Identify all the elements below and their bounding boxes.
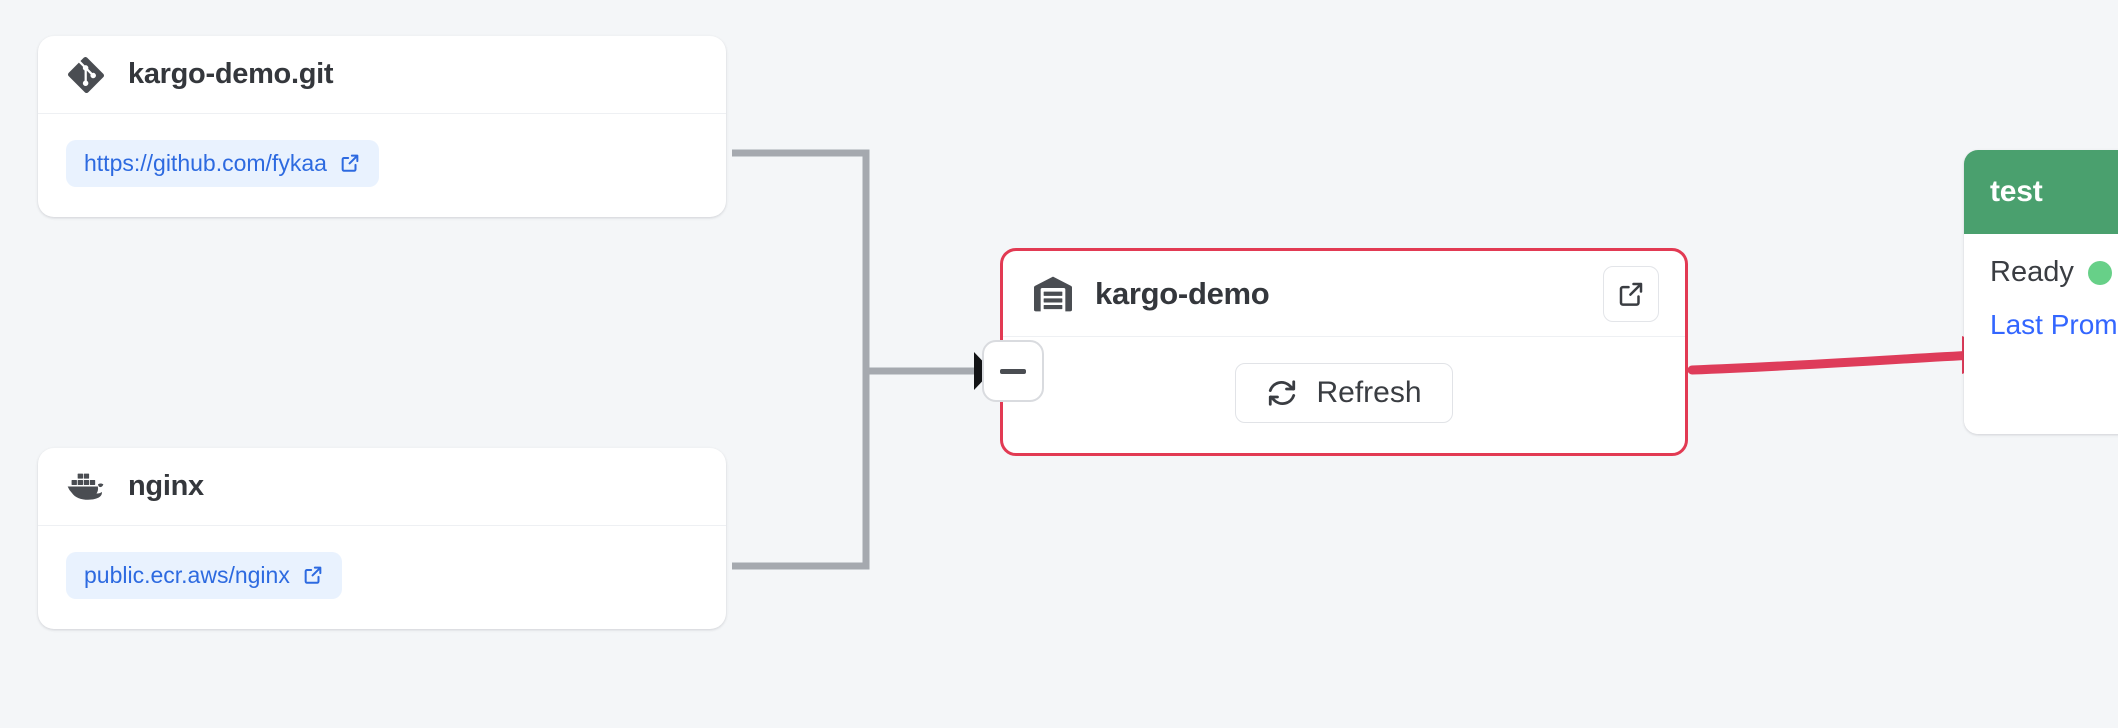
warehouse-icon xyxy=(1033,274,1073,314)
node-warehouse[interactable]: kargo-demo Refresh xyxy=(1000,248,1688,456)
stage-body: Ready Last Prom xyxy=(1964,234,2118,434)
external-link-icon xyxy=(341,155,359,173)
warehouse-open-link-button[interactable] xyxy=(1603,265,1659,322)
edge-warehouse-to-stage xyxy=(1687,336,2010,375)
stage-status-label: Ready xyxy=(1990,256,2074,288)
git-repo-url-chip[interactable]: https://github.com/fykaa xyxy=(66,140,379,187)
refresh-icon xyxy=(1269,380,1296,406)
stage-title: test xyxy=(1990,175,2043,208)
stage-last-promotion-link[interactable]: Last Prom xyxy=(1990,309,2118,340)
warehouse-card-header: kargo-demo xyxy=(1003,251,1685,337)
minus-icon xyxy=(1000,368,1026,374)
git-card-header: kargo-demo.git xyxy=(38,36,726,114)
external-link-icon xyxy=(1619,282,1643,306)
image-repo-url-label: public.ecr.aws/nginx xyxy=(84,562,290,588)
warehouse-card-title: kargo-demo xyxy=(1095,275,1270,311)
node-stage-test[interactable]: test Ready Last Prom xyxy=(1964,150,2118,434)
refresh-button-label: Refresh xyxy=(1316,376,1422,409)
collapse-handle-button[interactable] xyxy=(982,340,1044,402)
docker-icon xyxy=(66,467,106,507)
node-image-repository[interactable]: nginx public.ecr.aws/nginx xyxy=(38,448,726,629)
node-git-repository[interactable]: kargo-demo.git https://github.com/fykaa xyxy=(38,36,726,217)
nginx-card-title: nginx xyxy=(128,470,204,502)
external-link-icon xyxy=(304,567,322,585)
nginx-card-body: public.ecr.aws/nginx xyxy=(38,526,726,629)
warehouse-card-body: Refresh xyxy=(1003,337,1685,453)
stage-header: test xyxy=(1964,150,2118,234)
edge-sources-to-warehouse xyxy=(732,149,975,570)
git-card-body: https://github.com/fykaa xyxy=(38,114,726,217)
refresh-button[interactable]: Refresh xyxy=(1235,363,1453,423)
stage-status-row: Ready xyxy=(1990,256,2118,289)
git-card-title: kargo-demo.git xyxy=(128,58,334,90)
status-dot-icon xyxy=(2087,260,2112,285)
image-repo-url-chip[interactable]: public.ecr.aws/nginx xyxy=(66,552,342,599)
git-repo-url-label: https://github.com/fykaa xyxy=(84,150,327,176)
git-icon xyxy=(66,55,106,95)
nginx-card-header: nginx xyxy=(38,448,726,526)
